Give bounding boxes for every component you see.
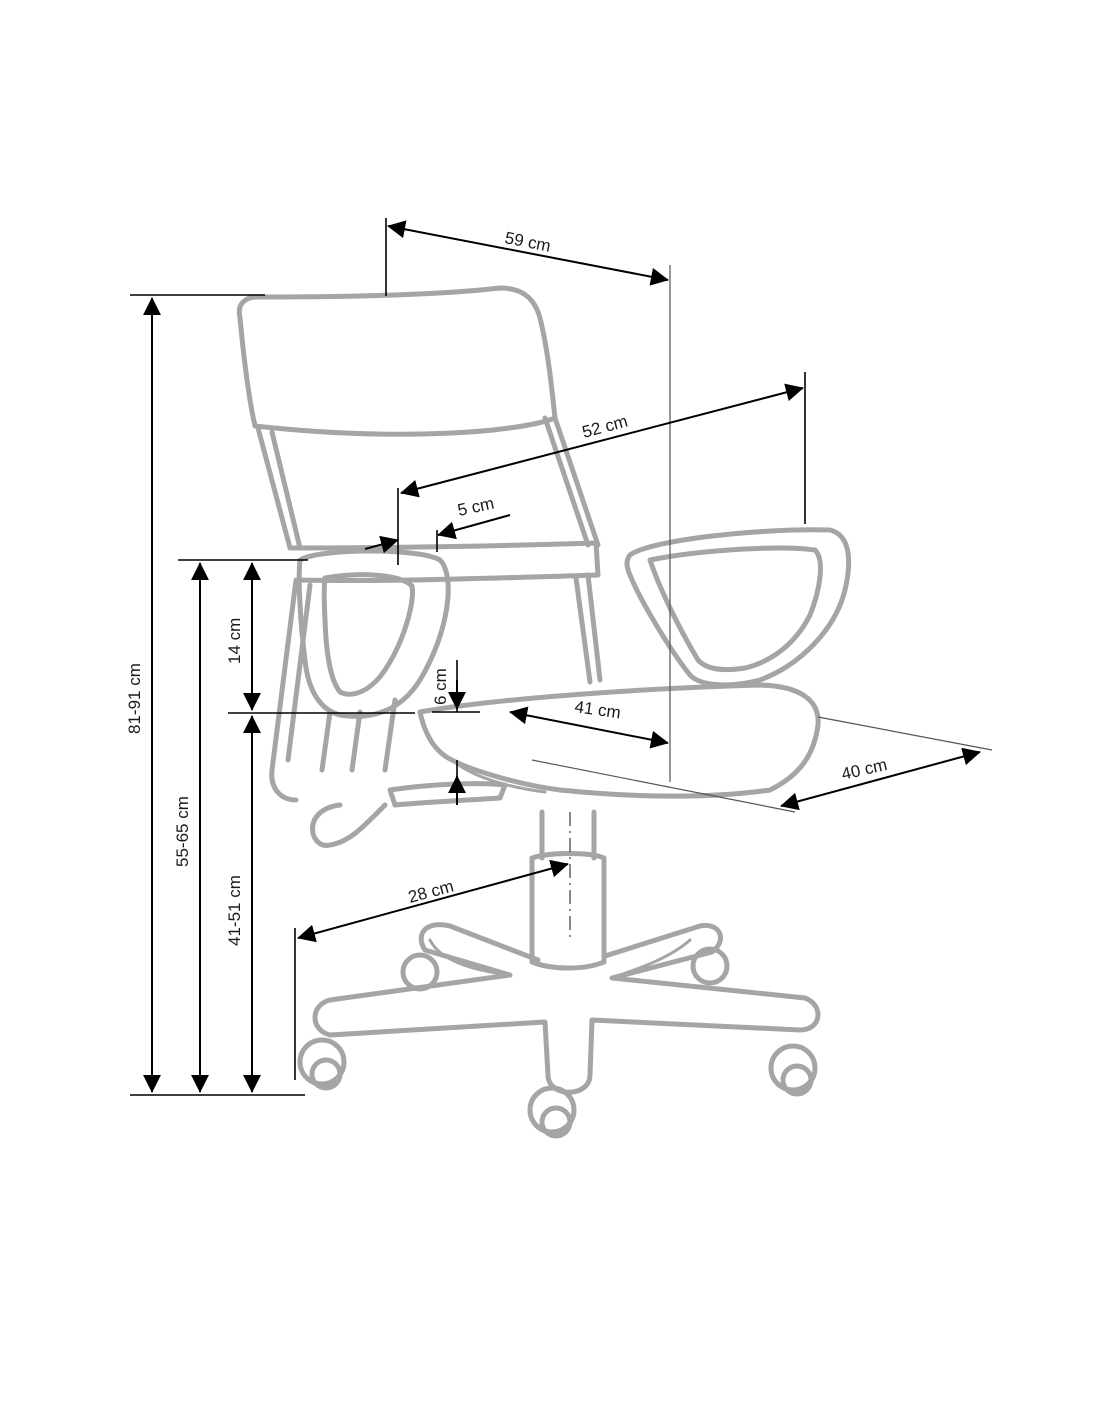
armrest-right-inner	[647, 545, 823, 673]
label-seat-floor-height: 41-51 cm	[225, 875, 244, 946]
seat	[417, 682, 821, 799]
armrest-left	[296, 548, 451, 719]
label-armrest-width: 5 cm	[456, 494, 496, 520]
label-seat-thickness: 6 cm	[431, 668, 450, 705]
caster-front-right	[768, 1043, 818, 1097]
star-base-shadow	[428, 938, 692, 980]
extension-lines	[130, 218, 993, 1096]
gas-lift-upper	[539, 809, 597, 861]
label-overall-width: 59 cm	[503, 228, 552, 255]
label-seat-width: 52 cm	[580, 412, 630, 442]
caster-back-right	[690, 946, 730, 986]
caster-back-left	[400, 952, 440, 992]
label-armrest-floor-height: 55-65 cm	[173, 796, 192, 867]
dim-arrow-seat-depth	[509, 706, 669, 749]
gas-lift-lower	[529, 851, 607, 971]
armrest-left-inner	[321, 572, 416, 697]
seat-edge	[450, 758, 547, 794]
chair-drawing	[236, 285, 852, 1139]
label-seat-depth: 41 cm	[573, 697, 621, 722]
backrest-pad	[236, 285, 558, 437]
dim-arrow-overall-width	[387, 220, 669, 286]
armrest-right	[624, 527, 852, 688]
label-armrest-height: 14 cm	[225, 618, 244, 664]
height-lever	[310, 802, 388, 848]
dim-arrow-armrest-width	[364, 535, 399, 554]
caster-front-center	[527, 1085, 577, 1139]
dim-arrow-base-radius	[297, 859, 569, 943]
star-base	[312, 922, 821, 1095]
dim-arrow-seat-width	[400, 383, 804, 498]
seat-mechanism	[387, 781, 508, 808]
caster-front-left	[297, 1037, 347, 1091]
dimension-arrows	[143, 220, 981, 1093]
dim-arrow-seat-side-depth	[780, 747, 981, 811]
backrest-frame	[255, 415, 601, 551]
backrest-support	[269, 572, 603, 803]
armrest-left-leg	[319, 697, 398, 773]
dim-arrow-armrest-width-right	[437, 514, 511, 540]
label-total-height: 81-91 cm	[125, 663, 144, 734]
